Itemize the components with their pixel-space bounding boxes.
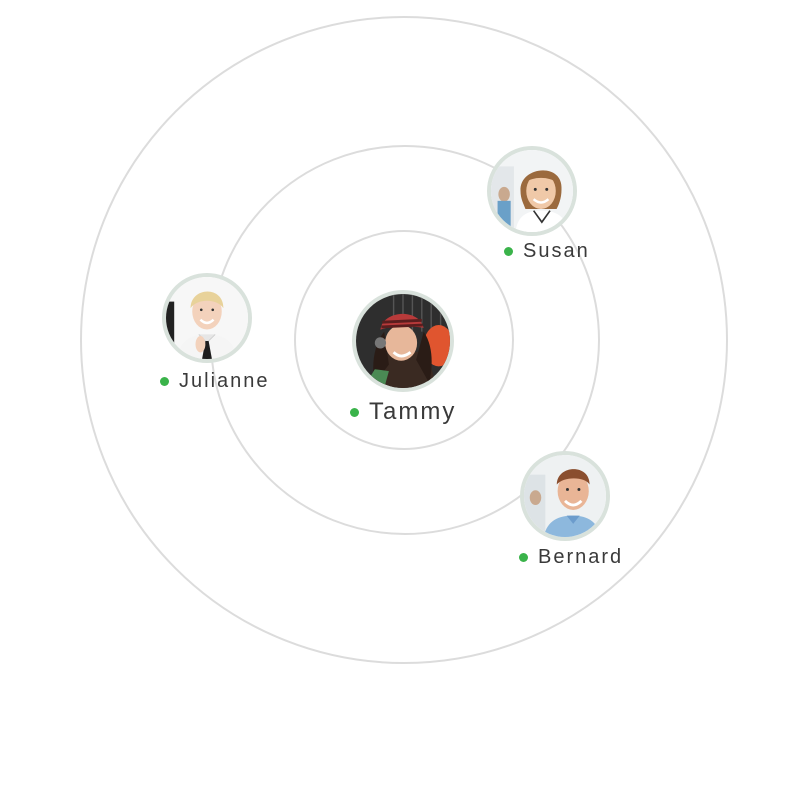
online-status-dot (519, 553, 528, 562)
orbit-ring-outer (80, 16, 728, 664)
tammy-label[interactable]: Tammy (350, 398, 456, 426)
tammy-avatar[interactable] (352, 290, 454, 392)
bernard-name: Bernard (538, 546, 624, 568)
julianne-label[interactable]: Julianne (160, 370, 270, 393)
julianne-name: Julianne (179, 370, 270, 392)
tammy-name: Tammy (369, 398, 457, 425)
bernard-label[interactable]: Bernard (519, 546, 623, 569)
susan-avatar[interactable] (487, 146, 577, 236)
susan-name: Susan (523, 240, 590, 262)
susan-label[interactable]: Susan (504, 240, 590, 263)
orbit-ring-inner (294, 230, 514, 450)
bernard-avatar[interactable] (520, 451, 610, 541)
online-status-dot (350, 407, 359, 417)
online-status-dot (504, 247, 513, 256)
online-status-dot (160, 377, 169, 386)
julianne-avatar[interactable] (162, 273, 252, 363)
